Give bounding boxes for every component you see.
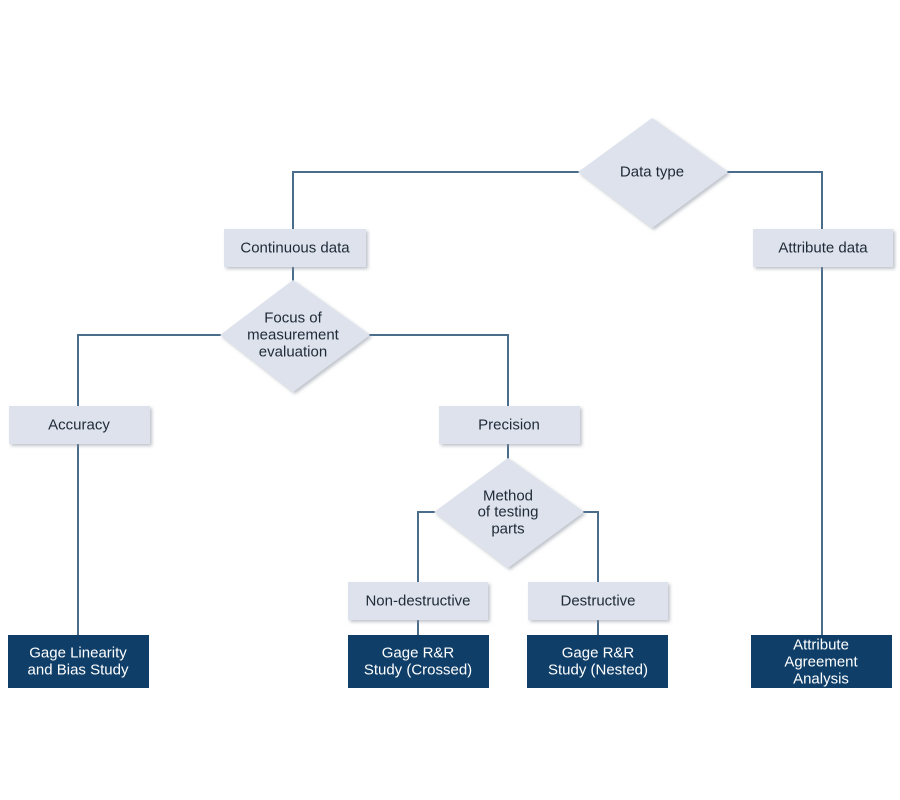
- node-accuracy-label: Accuracy: [48, 417, 110, 434]
- node-precision-box: [439, 406, 580, 444]
- connector-focus-precision: [368, 334, 509, 406]
- decision-method-line-2: of testing: [478, 504, 539, 521]
- decision-method-line-1: Method: [483, 488, 533, 505]
- result-gage-rr-nested-line-2: Study (Nested): [548, 662, 648, 679]
- result-gage-linearity-box: [8, 635, 149, 688]
- connectors: [77, 171, 823, 636]
- result-attribute-agreement-line-2: Agreement: [784, 654, 858, 671]
- node-destructive-box: [528, 582, 668, 620]
- result-attribute-agreement-line-1: Attribute: [793, 637, 849, 654]
- connector-method-nondestructive: [417, 511, 436, 582]
- result-attribute-agreement-line-3: Analysis: [793, 671, 849, 688]
- decision-method-line-3: parts: [491, 521, 524, 538]
- node-destructive-label: Destructive: [560, 593, 635, 610]
- result-attribute-agreement-box: [751, 635, 892, 688]
- result-gage-linearity-line-2: and Bias Study: [28, 662, 129, 679]
- node-precision: Precision: [439, 406, 580, 444]
- node-accuracy: Accuracy: [9, 406, 150, 444]
- decision-focus-line-2: measurement: [247, 327, 340, 344]
- result-gage-linearity: Gage Linearity and Bias Study: [8, 635, 149, 688]
- node-continuous-data: Continuous data: [224, 229, 366, 267]
- node-precision-label: Precision: [478, 417, 540, 434]
- decision-data-type: Data type: [578, 118, 728, 228]
- node-accuracy-box: [9, 406, 150, 444]
- decision-focus: Focus of measurement evaluation: [220, 280, 370, 392]
- decision-data-type-shape: [578, 118, 728, 228]
- result-gage-rr-crossed-box: [348, 635, 489, 688]
- node-continuous-data-box: [224, 229, 366, 267]
- node-non-destructive-box: [348, 582, 488, 620]
- decision-method: Method of testing parts: [434, 458, 584, 568]
- result-gage-linearity-line-1: Gage Linearity: [29, 645, 127, 662]
- result-gage-rr-crossed-line-1: Gage R&R: [382, 645, 455, 662]
- decision-focus-line-1: Focus of: [264, 310, 322, 327]
- connector-datatype-continuous: [292, 171, 580, 230]
- decision-focus-shape: [220, 280, 370, 392]
- node-attribute-data-box: [753, 229, 893, 267]
- node-attribute-data-label: Attribute data: [778, 240, 868, 257]
- connector-datatype-attribute: [725, 171, 823, 230]
- decision-focus-line-3: evaluation: [259, 344, 327, 361]
- decision-method-shape: [434, 458, 584, 568]
- connector-focus-accuracy: [77, 334, 222, 406]
- result-gage-rr-nested-box: [527, 635, 668, 688]
- node-non-destructive: Non-destructive: [348, 582, 488, 620]
- node-non-destructive-label: Non-destructive: [365, 593, 470, 610]
- node-continuous-data-label: Continuous data: [240, 240, 350, 257]
- decision-data-type-label: Data type: [620, 164, 684, 181]
- result-attribute-agreement: Attribute Agreement Analysis: [751, 635, 892, 688]
- result-gage-rr-crossed: Gage R&R Study (Crossed): [348, 635, 489, 688]
- result-gage-rr-crossed-line-2: Study (Crossed): [364, 662, 472, 679]
- result-gage-rr-nested-line-1: Gage R&R: [562, 645, 635, 662]
- node-attribute-data: Attribute data: [753, 229, 893, 267]
- result-gage-rr-nested: Gage R&R Study (Nested): [527, 635, 668, 688]
- connector-method-destructive: [582, 511, 599, 582]
- node-destructive: Destructive: [528, 582, 668, 620]
